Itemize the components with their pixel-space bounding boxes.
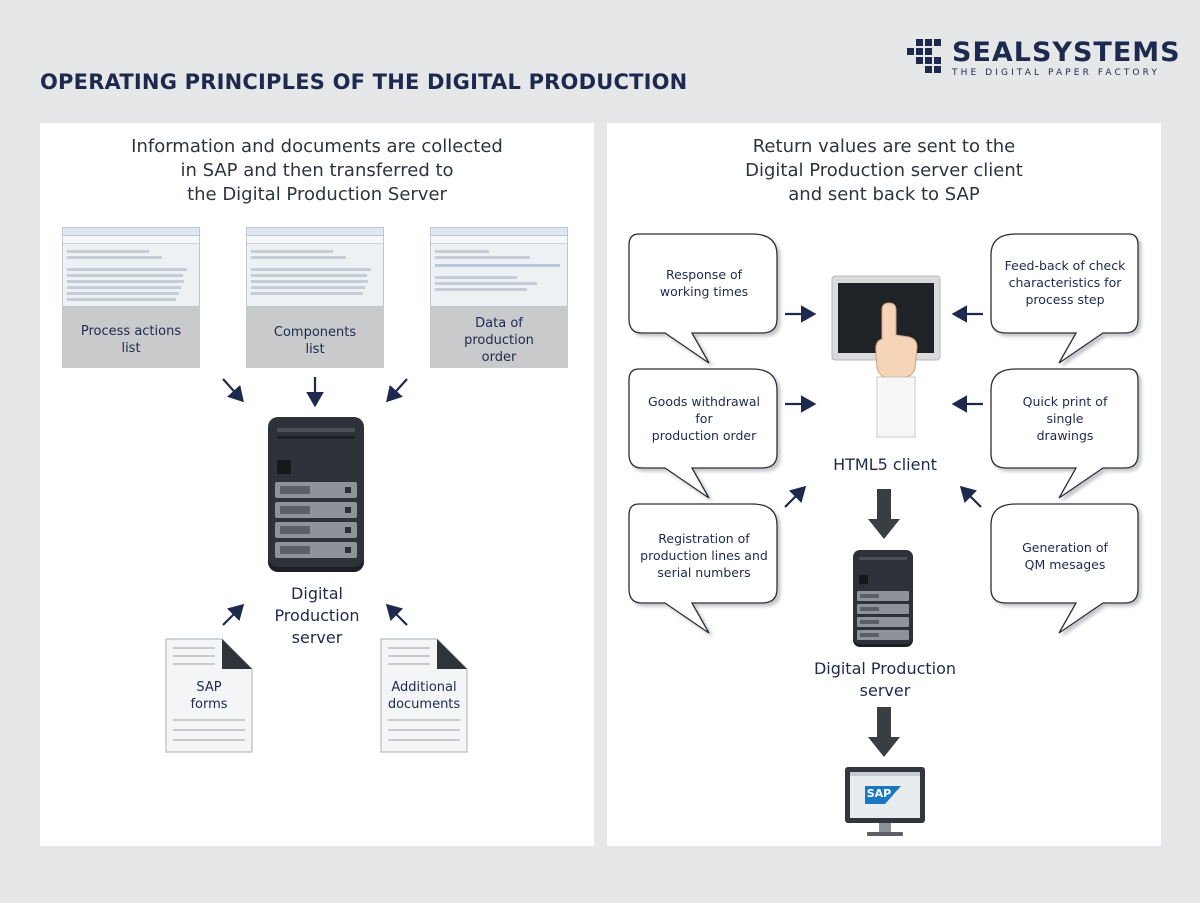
bubble-qm-messages: Generation of QM mesages	[1022, 540, 1108, 572]
arrow-up-left-icon	[385, 603, 408, 626]
sap-logo-icon	[865, 786, 901, 804]
sap-forms-label: SAP forms	[190, 680, 228, 712]
arrow-up-right-icon	[784, 485, 807, 508]
speech-bubble	[990, 233, 1139, 364]
server-icon	[853, 550, 913, 647]
left-panel: Information and documents are collected …	[40, 123, 594, 846]
left-arrows	[222, 377, 408, 626]
right-diagram	[628, 233, 1139, 757]
left-heading: Information and documents are collected …	[131, 136, 503, 205]
bubble-registration: Registration of production lines and ser…	[640, 531, 768, 580]
bubble-feedback-check: Feed-back of check characteristics for p…	[1004, 258, 1126, 307]
arrow-down-right-icon	[222, 378, 244, 403]
logo-tagline: THE DIGITAL PAPER FACTORY	[952, 68, 1160, 78]
arrow-up-left-icon	[959, 485, 982, 508]
right-server-label: Digital Production server	[813, 659, 957, 700]
components-card: Components list	[246, 227, 384, 368]
bubble-response-working-times: Response of working times	[659, 267, 749, 299]
arrow-up-right-icon	[222, 603, 245, 626]
card-label: Process actions list	[80, 324, 182, 356]
arrow-down-left-icon	[386, 378, 408, 403]
sap-screenshot-thumbnail	[430, 227, 568, 307]
additional-documents-icon	[380, 638, 468, 753]
speech-bubble	[628, 503, 778, 634]
card-label: Data of production order	[464, 316, 534, 365]
arrow-down-icon	[868, 707, 900, 757]
card-label: Components list	[273, 325, 357, 357]
html5-client-label: HTML5 client	[833, 455, 937, 474]
right-panel: Return values are sent to the Digital Pr…	[607, 123, 1161, 846]
sealsystems-logo: SEALSYSTEMS THE DIGITAL PAPER FACTORY	[906, 37, 1180, 81]
additional-documents-label: Additional documents	[387, 680, 461, 712]
server-label: Digital Production server	[274, 584, 360, 647]
page-title: OPERATING PRINCIPLES OF THE DIGITAL PROD…	[40, 70, 688, 94]
process-actions-card: Process actions list	[62, 227, 200, 368]
speech-bubble	[990, 368, 1139, 499]
speech-bubble	[990, 503, 1139, 634]
sap-screenshot-thumbnail	[246, 227, 384, 307]
server-tower-icon	[268, 417, 364, 572]
speech-bubble	[628, 233, 778, 364]
logo-mark-icon	[907, 39, 941, 73]
sap-logo-text: SAP	[866, 787, 892, 800]
right-heading: Return values are sent to the Digital Pr…	[745, 136, 1023, 205]
sap-screenshot-thumbnail	[62, 227, 200, 307]
arrow-down-icon	[868, 489, 900, 539]
sap-forms-document-icon	[165, 638, 253, 753]
logo-wordmark: SEALSYSTEMS	[952, 37, 1181, 68]
bubble-goods-withdrawal: Goods withdrawal for production order	[647, 394, 760, 443]
production-order-data-card: Data of production order	[430, 227, 568, 368]
speech-bubble	[628, 368, 778, 499]
tablet-hand-icon	[831, 275, 941, 438]
bubble-quick-print: Quick print of single drawings	[1022, 394, 1108, 443]
